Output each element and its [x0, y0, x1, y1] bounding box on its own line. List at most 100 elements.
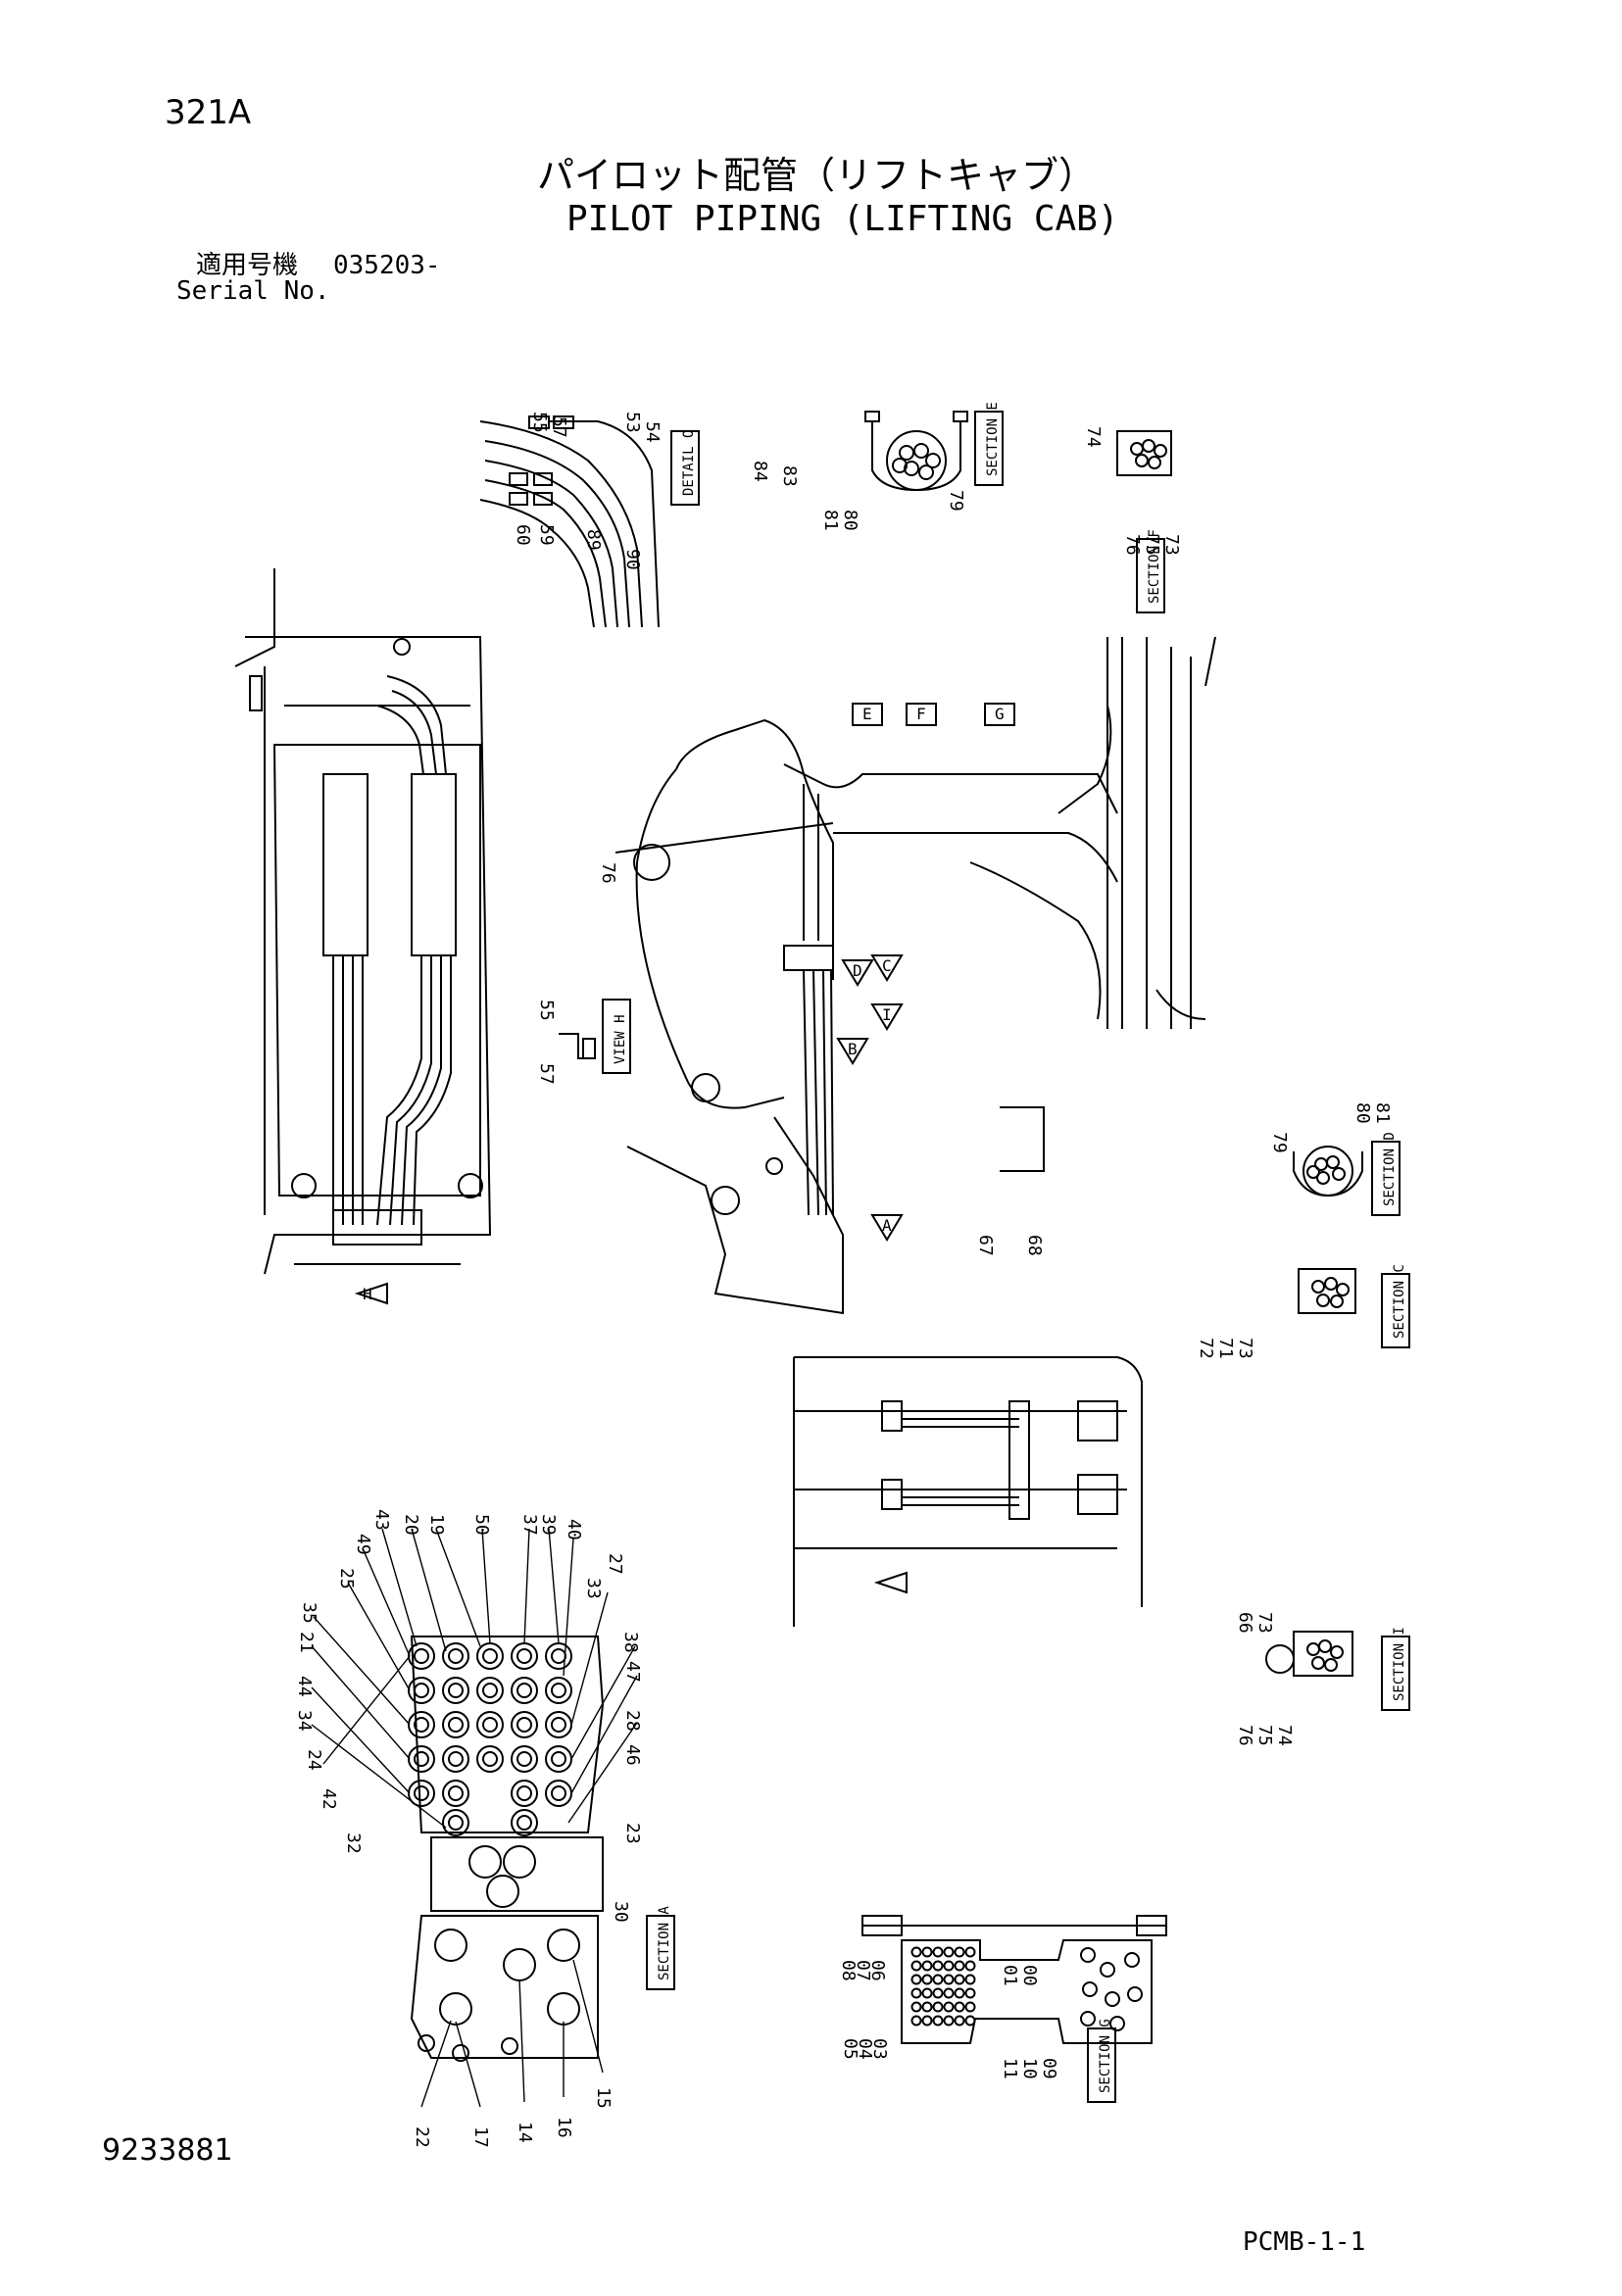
section-g-hole — [1127, 1986, 1143, 2002]
callout-section_a-50: 50 — [471, 1514, 492, 1536]
section-g-hole — [943, 1974, 955, 1985]
bolt-fitting-inner — [448, 1751, 464, 1767]
leader-line — [563, 1538, 574, 1677]
section-g-hole — [943, 2015, 955, 2027]
section-g-hole — [1080, 1947, 1096, 1963]
bolt-fitting-inner — [414, 1717, 429, 1733]
leader-line — [311, 1645, 411, 1760]
arrow-letter-a: A — [882, 1216, 892, 1235]
bolt-fitting-inner — [551, 1683, 566, 1698]
leader-line — [322, 1655, 411, 1765]
leader-line — [523, 1528, 530, 1644]
leader-line — [548, 1528, 560, 1644]
bolt-fitting — [442, 1711, 469, 1738]
callout-section_g-06: 06 — [867, 1960, 888, 1981]
bolt-fitting — [476, 1745, 504, 1773]
callout-section_g-00: 00 — [1019, 1965, 1040, 1986]
bolt-fitting-inner — [448, 1683, 464, 1698]
callout-section_a-32: 32 — [343, 1832, 364, 1854]
bolt-fitting — [511, 1780, 538, 1807]
bolt-fitting-inner — [516, 1751, 532, 1767]
callout-detail_o-55: 55 — [529, 412, 550, 433]
section-g-hole — [910, 1960, 922, 1972]
label-section-i: SECTION I — [1392, 1627, 1407, 1701]
callout-detail_o-90: 90 — [622, 549, 643, 570]
callout-section_g-11: 11 — [1000, 2058, 1020, 2079]
callout-section_a-49: 49 — [353, 1534, 373, 1555]
section-g-hole — [943, 1987, 955, 1999]
callout-section_g-10: 10 — [1019, 2058, 1040, 2079]
callout-section_a-33: 33 — [583, 1578, 604, 1599]
callout-section_a-28: 28 — [622, 1710, 643, 1732]
callout-main_view-76: 76 — [598, 862, 618, 884]
section-g-hole — [1100, 1962, 1115, 1978]
main-frame-view — [234, 568, 492, 1275]
sheet-code: PCMB-1-1 — [1243, 2227, 1366, 2257]
section-g-hole — [964, 2001, 976, 2013]
bolt-fitting-inner — [551, 1648, 566, 1664]
bolt-fitting-inner — [482, 1683, 498, 1698]
section-g-hole — [932, 2015, 944, 2027]
bolt-fitting — [511, 1809, 538, 1836]
callout-section_a-22: 22 — [412, 2126, 432, 2148]
leader-line — [518, 1978, 525, 2103]
section-g-hole — [1124, 1952, 1140, 1968]
arrow-letter-i: I — [882, 1005, 892, 1024]
bolt-fitting-inner — [551, 1751, 566, 1767]
leader-line — [311, 1724, 447, 1829]
section-g-view — [861, 1915, 1167, 2103]
section-g-hole — [954, 1960, 965, 1972]
callout-section_a-46: 46 — [622, 1744, 643, 1766]
callout-section_g-01: 01 — [1000, 1965, 1020, 1986]
section-g-hole — [932, 1974, 944, 1985]
leader-line — [481, 1528, 491, 1644]
bolt-fitting — [476, 1677, 504, 1704]
callout-section_a-38: 38 — [620, 1632, 641, 1653]
section-g-hole — [910, 1946, 922, 1958]
callout-section_d-81: 81 — [1372, 1102, 1393, 1124]
section-g-hole — [964, 1960, 976, 1972]
bolt-fitting — [511, 1642, 538, 1670]
section-g-hole — [932, 1987, 944, 1999]
callout-section_a-15: 15 — [593, 2087, 614, 2109]
arrow-letter-b: B — [848, 1040, 858, 1058]
section-g-hole — [954, 1974, 965, 1985]
bolt-fitting-inner — [551, 1785, 566, 1801]
bolt-fitting — [442, 1809, 469, 1836]
section-g-hole — [910, 1987, 922, 1999]
callout-section_a-14: 14 — [515, 2122, 535, 2143]
label-section-e: SECTION E — [985, 402, 1001, 476]
callout-section_g-05: 05 — [840, 2038, 860, 2060]
section-a-view — [410, 1636, 675, 2062]
callout-section_a-21: 21 — [296, 1632, 317, 1653]
callout-section_c-71: 71 — [1215, 1338, 1236, 1359]
leader-line — [570, 1675, 638, 1794]
section-g-hole — [943, 1946, 955, 1958]
section-g-hole — [1105, 1991, 1120, 2007]
leader-line — [313, 1616, 411, 1726]
label-detail-o: DETAIL O — [681, 430, 697, 496]
section-g-hole — [910, 1974, 922, 1985]
leader-line — [567, 1722, 638, 1824]
section-f-view — [1116, 430, 1172, 613]
callout-section_a-47: 47 — [622, 1661, 643, 1683]
section-g-hole — [910, 2001, 922, 2013]
section-e-view — [864, 411, 1004, 492]
section-g-hole — [921, 2015, 933, 2027]
section-i-view — [1265, 1631, 1410, 1711]
bolt-fitting — [442, 1677, 469, 1704]
bolt-fitting-inner — [414, 1648, 429, 1664]
view-h-view — [559, 999, 631, 1074]
bolt-fitting — [476, 1642, 504, 1670]
section-g-holes — [910, 1946, 1143, 2031]
callout-detail_o-54: 54 — [642, 421, 663, 443]
section-g-hole — [921, 2001, 933, 2013]
callout-detail_o-89: 89 — [583, 529, 604, 551]
bolt-fitting — [545, 1677, 572, 1704]
callout-section_a-44: 44 — [294, 1676, 315, 1697]
leader-line — [570, 1591, 609, 1726]
right-structure — [1106, 636, 1216, 1029]
callout-section_g-04: 04 — [855, 2038, 875, 2060]
label-section-d: SECTION D — [1382, 1132, 1398, 1206]
